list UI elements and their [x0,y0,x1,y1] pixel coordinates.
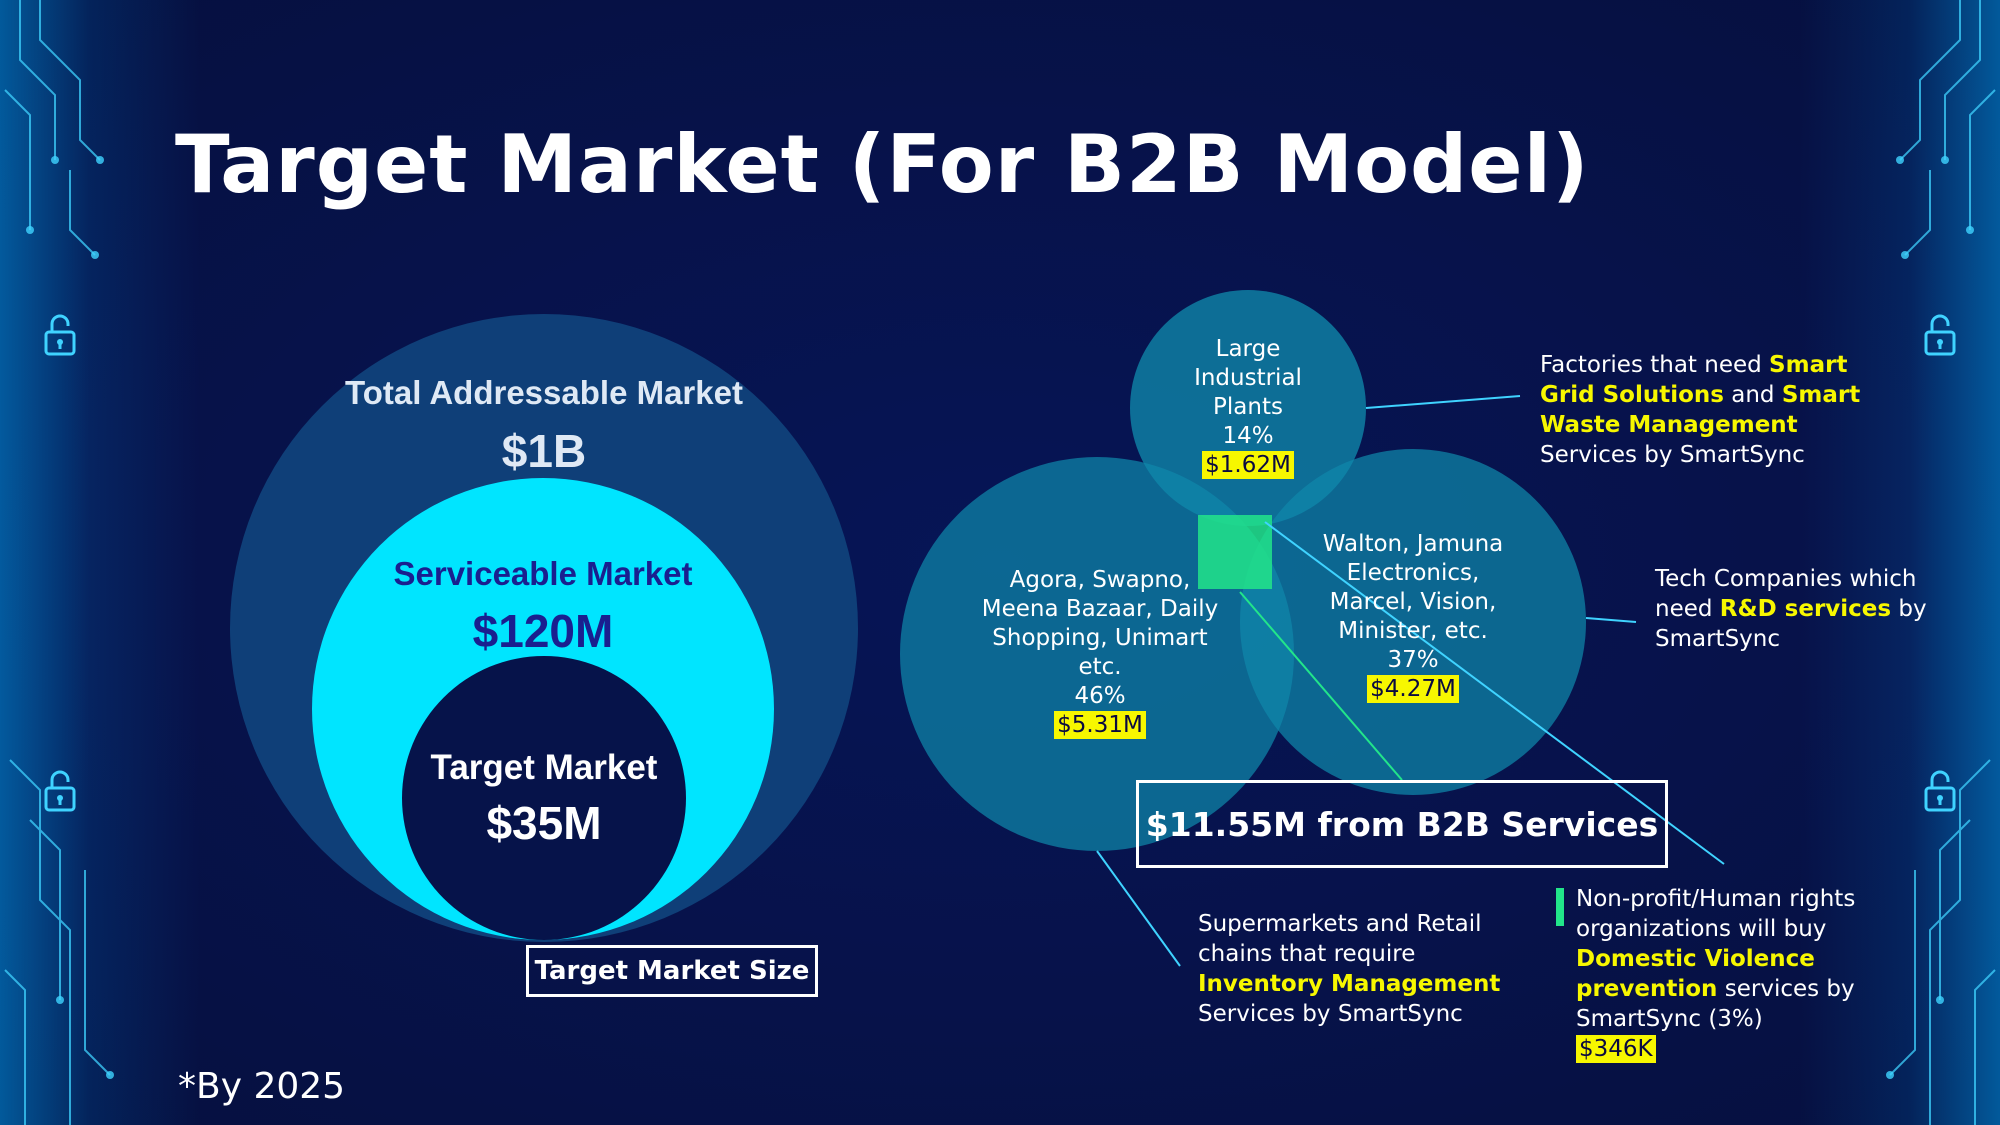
segment-industrial: Large Industrial Plants 14% $1.62M [1150,335,1346,480]
segment-tech-line-4: Minister, etc. [1338,618,1488,644]
supermarkets-text-3: Services by SmartSync [1198,1001,1463,1027]
connector-line-nonprofit [1264,521,1725,865]
footnote: *By 2025 [178,1066,346,1107]
nonprofit-amount: $346K [1576,1035,1656,1063]
segment-industrial-line-1: Large [1215,336,1281,362]
segment-industrial-line-3: Plants [1213,394,1283,420]
nonprofit-text-3: services by [1717,976,1855,1002]
segment-tech-percent: 37% [1387,647,1439,673]
nonprofit-text-1: Non-profit/Human rights [1576,886,1856,912]
nonprofit-marker [1556,888,1564,926]
target-market-value: $35M [486,797,602,849]
segment-industrial-line-2: Industrial [1194,365,1302,391]
factories-highlight-4: Waste Management [1540,412,1798,438]
segment-retail-percent: 46% [1074,683,1126,709]
segment-tech-line-3: Marcel, Vision, [1329,589,1497,615]
tech-text-2: need [1655,596,1720,622]
left-circuit-decoration [4,0,114,1125]
b2b-total-box: $11.55M from B2B Services [1136,780,1668,868]
venn-circle-retail [900,457,1294,851]
tech-description: Tech Companies which need R&D services b… [1655,564,1927,654]
nonprofit-text-2: organizations will buy [1576,916,1827,942]
supermarkets-text-1: Supermarkets and Retail [1198,911,1482,937]
sam-label: Serviceable Market [393,555,693,592]
lock-icon [44,314,76,356]
factories-text-1: Factories that need [1540,352,1770,378]
connector-line-retail [1096,850,1181,967]
supermarkets-text-2: chains that require [1198,941,1416,967]
factories-description: Factories that need Smart Grid Solutions… [1540,350,1860,470]
nonprofit-description: Non-profit/Human rights organizations wi… [1576,884,1855,1064]
right-circuit-decoration [1886,0,1996,1125]
supermarkets-description: Supermarkets and Retail chains that requ… [1198,909,1500,1029]
tech-text-1: Tech Companies which [1655,566,1917,592]
segment-tech-line-2: Electronics, [1346,560,1480,586]
connector-line-b2b [1239,591,1403,781]
target-market-size-label: Target Market Size [526,945,818,997]
segment-retail-amount: $5.31M [1054,711,1146,739]
factories-highlight-2: Grid Solutions [1540,382,1724,408]
segment-retail-line-4: etc. [1078,654,1122,680]
nonprofit-highlight-1: Domestic Violence [1576,946,1815,972]
lock-icon [44,770,76,812]
left-edge-glow [0,0,200,1125]
segment-retail-line-3: Shopping, Unimart [992,625,1208,651]
tam-label: Total Addressable Market [345,374,743,411]
tech-highlight: R&D services [1719,596,1892,622]
lock-icon [1924,314,1956,356]
segment-industrial-percent: 14% [1222,423,1274,449]
segment-tech-amount: $4.27M [1367,675,1459,703]
factories-text-3: Services by SmartSync [1540,442,1805,468]
connector-line-industrial [1365,395,1521,409]
right-edge-glow [1800,0,2000,1125]
tech-text-3: by [1891,596,1927,622]
lock-icon [1924,770,1956,812]
factories-highlight-1: Smart [1769,352,1848,378]
target-market-circle [402,656,686,940]
venn-circle-tech [1240,449,1586,795]
segment-tech-line-1: Walton, Jamuna [1322,531,1504,557]
segment-retail-line-2: Meena Bazaar, Daily [981,596,1219,622]
connector-line-tech [1585,617,1637,623]
segment-industrial-amount: $1.62M [1202,451,1294,479]
venn-circle-industrial [1130,290,1366,526]
factories-highlight-3: Smart [1781,382,1861,408]
tam-value: $1B [501,425,587,477]
segment-retail: Agora, Swapno, Meena Bazaar, Daily Shopp… [960,566,1240,740]
nonprofit-highlight-2: prevention [1576,976,1718,1002]
segment-retail-line-1: Agora, Swapno, [1009,567,1191,593]
tech-text-4: SmartSync [1655,626,1781,652]
factories-text-2: and [1723,382,1782,408]
sam-value: $120M [472,605,614,657]
supermarkets-highlight: Inventory Management [1198,971,1501,997]
overlap-square [1198,515,1272,589]
nonprofit-text-4: SmartSync (3%) [1576,1006,1763,1032]
target-market-label: Target Market [430,748,658,787]
segment-tech: Walton, Jamuna Electronics, Marcel, Visi… [1300,530,1526,704]
page-title: Target Market (For B2B Model) [175,118,1590,211]
